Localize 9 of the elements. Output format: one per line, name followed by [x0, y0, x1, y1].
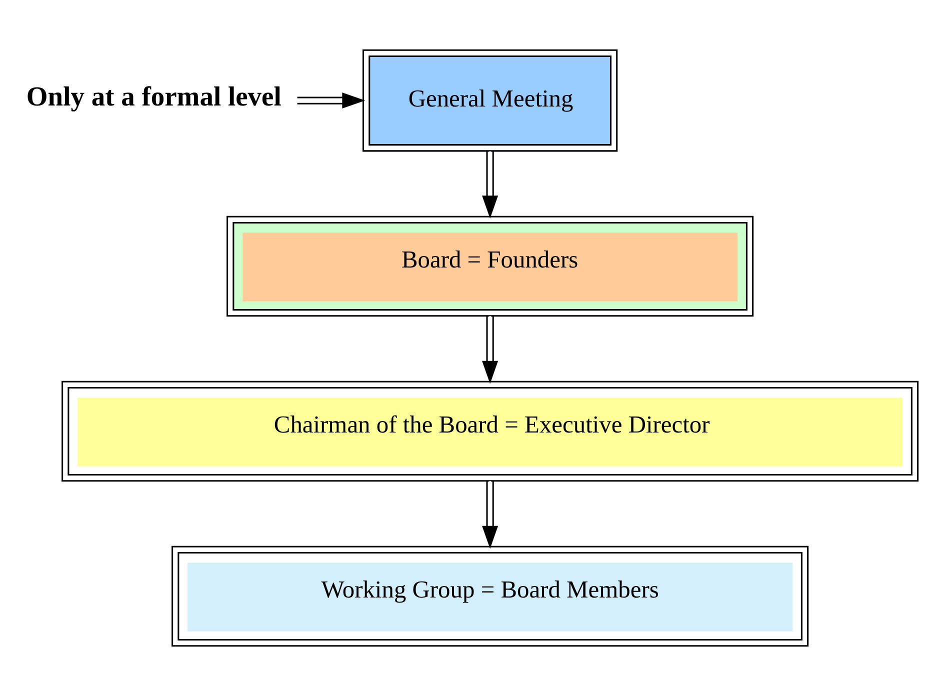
arrow — [482, 315, 498, 384]
node-box: General Meeting — [362, 48, 618, 152]
node-box: Working Group = Board Members — [172, 545, 809, 646]
node-text: Only at a formal level — [26, 81, 282, 112]
node-box: Board = Founders — [226, 215, 754, 316]
arrow — [482, 150, 498, 218]
arrow — [297, 92, 366, 108]
node-box: Chairman of the Board = Executive Director — [62, 380, 919, 482]
arrow — [482, 480, 498, 548]
